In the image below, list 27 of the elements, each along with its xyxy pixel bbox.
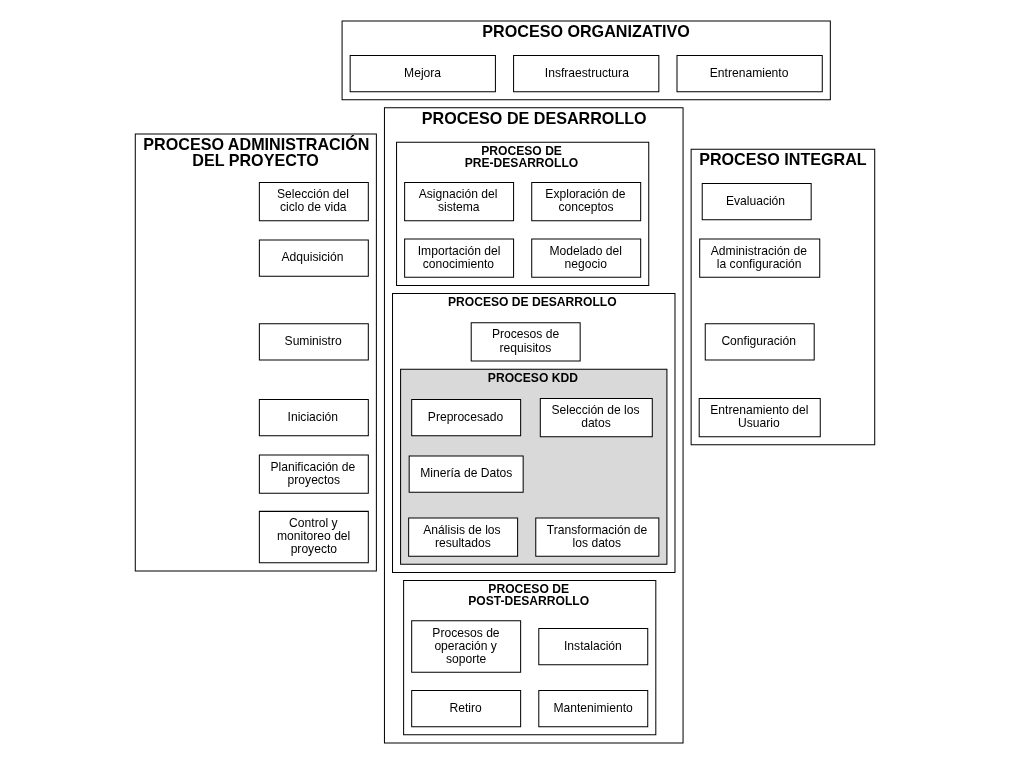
node-box: Iniciación (258, 398, 369, 436)
node-box: Instalación (538, 627, 649, 665)
node-box: Mejora (349, 54, 496, 92)
node-box: Entrenamiento del Usuario (698, 397, 821, 437)
node-box: Análisis de los resultados (408, 516, 519, 557)
node-box: Insfraestructura (513, 54, 660, 92)
node-box: Transformación de los datos (535, 516, 660, 557)
node-box: Retiro (411, 689, 522, 727)
node-box: Asignación del sistema (404, 181, 515, 221)
node-box: Preprocesado (411, 398, 522, 436)
node-box: Selección de los datos (539, 397, 653, 437)
node-box: Configuración (704, 322, 815, 361)
node-box: Administración de la configuración (699, 238, 821, 278)
node-box: Minería de Datos (408, 454, 524, 493)
node-box: Selección del ciclo de vida (258, 181, 369, 221)
node-box: Suministro (258, 322, 369, 361)
node-box: Exploración de conceptos (531, 181, 642, 221)
node-box: Planificación de proyectos (258, 453, 369, 494)
node-box: Mantenimiento (538, 689, 649, 727)
node-box: Adquisición (258, 239, 369, 277)
node-box: Importación del conocimiento (404, 238, 515, 278)
node-box: Entrenamiento (676, 54, 823, 92)
node-box: Evaluación (701, 182, 812, 220)
node-box: Control y monitoreo del proyecto (258, 510, 369, 563)
node-box: Procesos de operación y soporte (411, 619, 522, 673)
node-box: Procesos de requisitos (470, 321, 581, 362)
node-box: Modelado del negocio (531, 238, 642, 278)
